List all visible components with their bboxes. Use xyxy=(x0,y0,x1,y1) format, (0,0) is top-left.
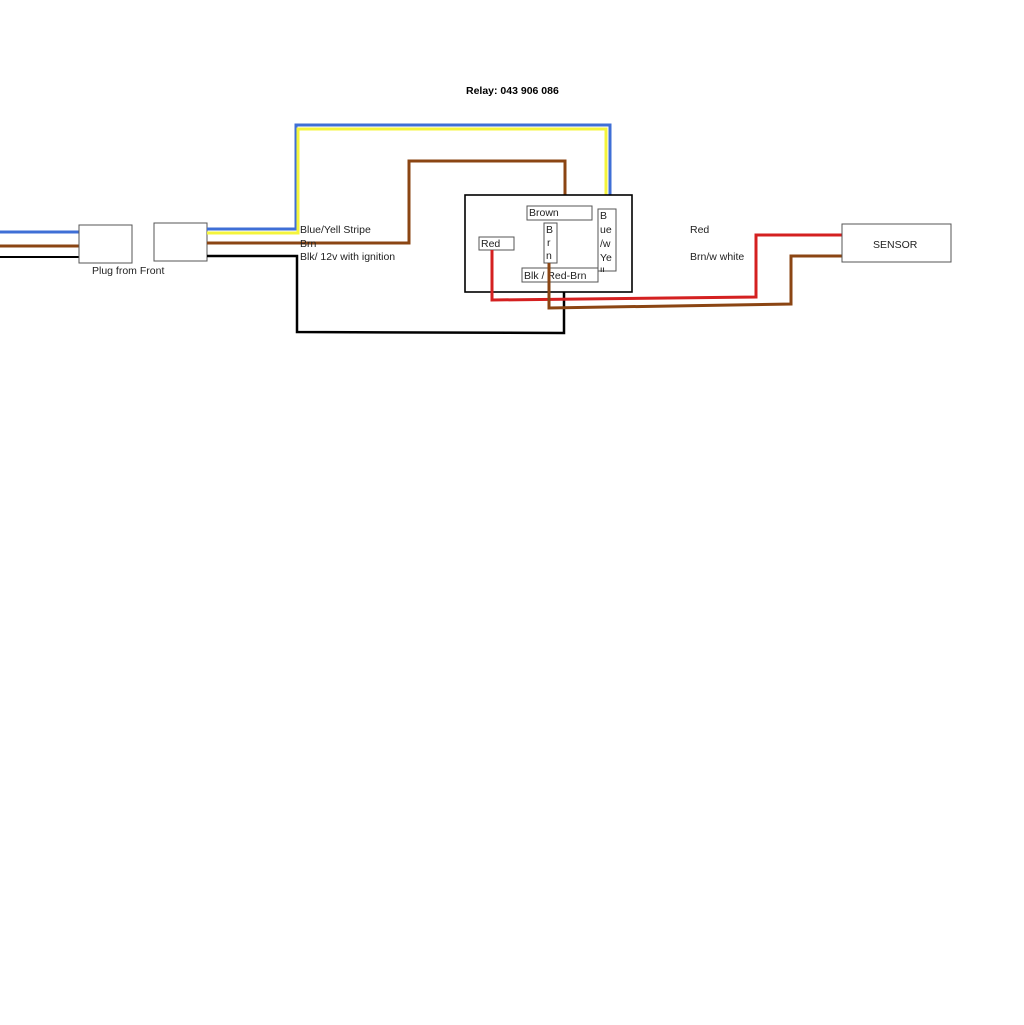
relay-pin-red-box xyxy=(478,236,515,251)
label-blk-12v: Blk/ 12v with ignition xyxy=(300,251,395,263)
wire-brown-white-sensor xyxy=(547,254,845,310)
relay-pin-brn-char-3: n xyxy=(546,250,552,262)
plug-left-box xyxy=(78,224,133,264)
label-brn: Brn xyxy=(300,238,317,250)
relay-pin-blue-line-1: B xyxy=(600,210,607,222)
wire-black xyxy=(207,254,566,335)
plug-label: Plug from Front xyxy=(92,265,164,277)
relay-pin-blue-label: B ue /w Ye ll xyxy=(600,210,612,278)
sensor-label: SENSOR xyxy=(873,239,918,251)
relay-pin-blk-red-brn-label: Blk / Red-Brn xyxy=(524,270,587,282)
incoming-wires xyxy=(0,230,90,258)
relay-pin-brown-box xyxy=(526,205,593,221)
relay-pin-blue-line-2: ue xyxy=(600,224,612,236)
relay-pin-brn-char-1: B xyxy=(546,224,553,236)
wire-blue-yellow xyxy=(207,123,612,235)
relay-pin-blue-line-4: Ye xyxy=(600,252,612,264)
relay-pin-blue-line-3: /w xyxy=(600,238,611,250)
wire-brown xyxy=(207,159,567,245)
wire-red-sensor xyxy=(490,233,845,302)
relay-pin-blk-red-brn-box xyxy=(521,267,599,283)
relay-pin-blue-line-5: ll xyxy=(600,266,605,278)
label-blue-yell-stripe: Blue/Yell Stripe xyxy=(300,224,371,236)
sensor-box xyxy=(841,223,952,263)
diagram-title: Relay: 043 906 086 xyxy=(466,85,559,97)
relay-pin-red-label: Red xyxy=(481,238,500,250)
relay-pin-blue-box xyxy=(597,208,617,272)
label-red: Red xyxy=(690,224,709,236)
label-brn-w-white: Brn/w white xyxy=(690,251,744,263)
relay-pin-brn-char-2: r xyxy=(547,237,551,249)
relay-pin-brown-label: Brown xyxy=(529,207,559,219)
plug-right-box xyxy=(153,222,208,262)
